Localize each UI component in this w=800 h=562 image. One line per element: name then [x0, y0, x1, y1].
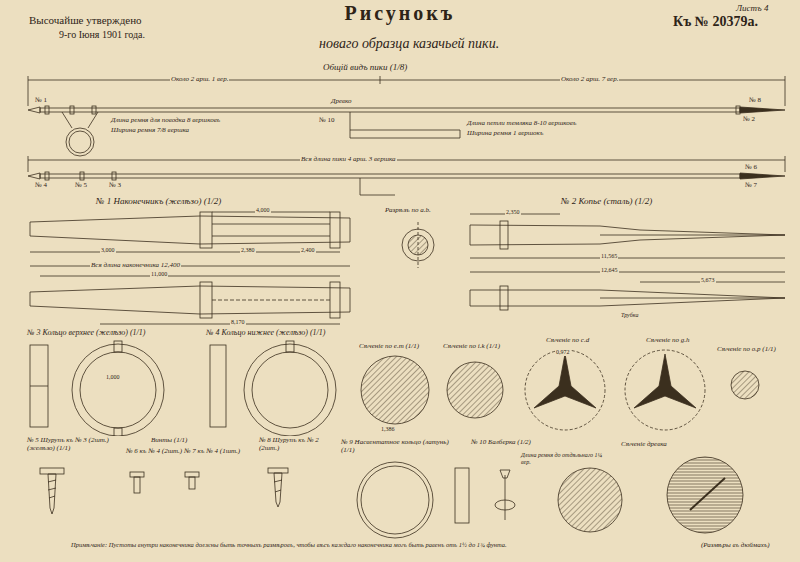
drawing-label: 0,972 [555, 349, 571, 356]
drawing-label: 2,350 [505, 209, 521, 216]
drawing-label: № 7 [744, 181, 758, 189]
drawing-label: 12,645 [600, 267, 619, 274]
drawing-label: Около 2 арш. 7 вер. [560, 75, 619, 83]
drawing-label: № 8 Шурупъ къ № 2 (2шт.) [258, 436, 340, 452]
drawing-label: 3,000 [100, 247, 116, 254]
title: Рисунокъ [300, 2, 500, 25]
drawing-label: 1,000 [105, 374, 121, 381]
drawing-label: № 5 Шурупъ къ № 3 (2шт.) (желѣзо) (1/1) [26, 436, 123, 452]
drawing-label: № 8 [748, 96, 762, 104]
drawing-label: 2,380 [240, 247, 256, 254]
drawing-label: № 3 Кольцо верхнее (желѣзо) (1/1) [26, 328, 146, 337]
drawing-label: Вся длина наконечника 12,400 [90, 261, 181, 269]
drawing-label: Древко [330, 97, 353, 105]
drawing-label: 5,673 [700, 277, 716, 284]
drawing-label: № 4 Кольцо нижнее (желѣзо) (1/1) [205, 328, 326, 337]
drawing-label: Высочайше утверждено [28, 14, 143, 27]
drawing-label: Длина ремня для поводка 8 вершковъ [110, 116, 221, 124]
drawing-label: Ширина ремня 7/8 вершка [110, 126, 190, 134]
drawing-label: новаго образца казачьей пики. [318, 36, 500, 52]
drawing-label: 4,000 [255, 207, 271, 214]
drawing-label: Длина ремня до отдѣльнаго 1¼ вер. [520, 452, 612, 466]
drawing-label: № 1 Наконечникъ (желѣзо) (1/2) [95, 196, 222, 206]
drawing-label: № 6 [744, 163, 758, 171]
drawing-label: № 6 къ № 4 (2шт.) № 7 къ № 4 (1шт.) [125, 447, 241, 455]
drawing-label: Вся длина пики 4 арш. 3 вершка [300, 155, 397, 163]
drawing-label: 9-го Іюня 1901 года. [58, 29, 146, 41]
drawing-label: № 10 [318, 116, 335, 124]
drawing-label: 1,386 [380, 426, 396, 433]
drawing-label: 8,170 [230, 319, 246, 326]
drawing-label: Сѣченіе по o.p (1/1) [716, 345, 777, 353]
drawing-label: Винты (1/1) [150, 436, 188, 444]
drawing-label: Сѣченіе древка [620, 440, 668, 448]
drawing-label: № 1 [34, 96, 48, 104]
drawing-label: № 5 [74, 181, 88, 189]
drawing-label: № 10 Балберка (1/2) [470, 438, 532, 446]
drawing-label: 11,565 [600, 253, 618, 260]
drawing-label: Примѣчаніе: Пустоты внутри наконечника д… [70, 541, 508, 548]
drawing-label: 11,000 [150, 271, 168, 278]
drawing-label: № 3 [108, 181, 122, 189]
drawing-label: № 2 [742, 115, 756, 123]
drawing-label: Общій видъ пики (1/8) [322, 62, 408, 72]
drawing-label: № 9 Насвентатное кольцо (латунь) (1/1) [340, 438, 452, 454]
drawing-label: № 2 Копье (сталь) (1/2) [560, 196, 653, 206]
drawing-label: Сѣченіе по e.m (1/1) [358, 342, 420, 350]
drawing-label: Къ № 20379а. [672, 14, 759, 30]
drawing-label: Сѣченіе по g.h [645, 336, 691, 344]
drawing-label: Около 2 арш. 1 вер. [170, 75, 229, 83]
drawing-label: Сѣченіе по c.d [545, 336, 590, 344]
drawing-label: (Размѣры въ дюймахъ) [700, 541, 771, 549]
drawing-label: Разрѣзъ по a.b. [384, 206, 432, 214]
drawing-label: № 4 [34, 181, 48, 189]
drawing-label: Ширина ремня 1 вершокъ [466, 129, 545, 137]
drawing-label: 2,400 [300, 247, 316, 254]
drawing-label: Сѣченіе по i.k (1/1) [442, 342, 501, 350]
drawing-label: Длина петли темляка 8-10 вершковъ [466, 119, 577, 127]
drawing-label: Листъ 4 [735, 3, 770, 13]
drawing-label: Трубка [620, 312, 639, 319]
